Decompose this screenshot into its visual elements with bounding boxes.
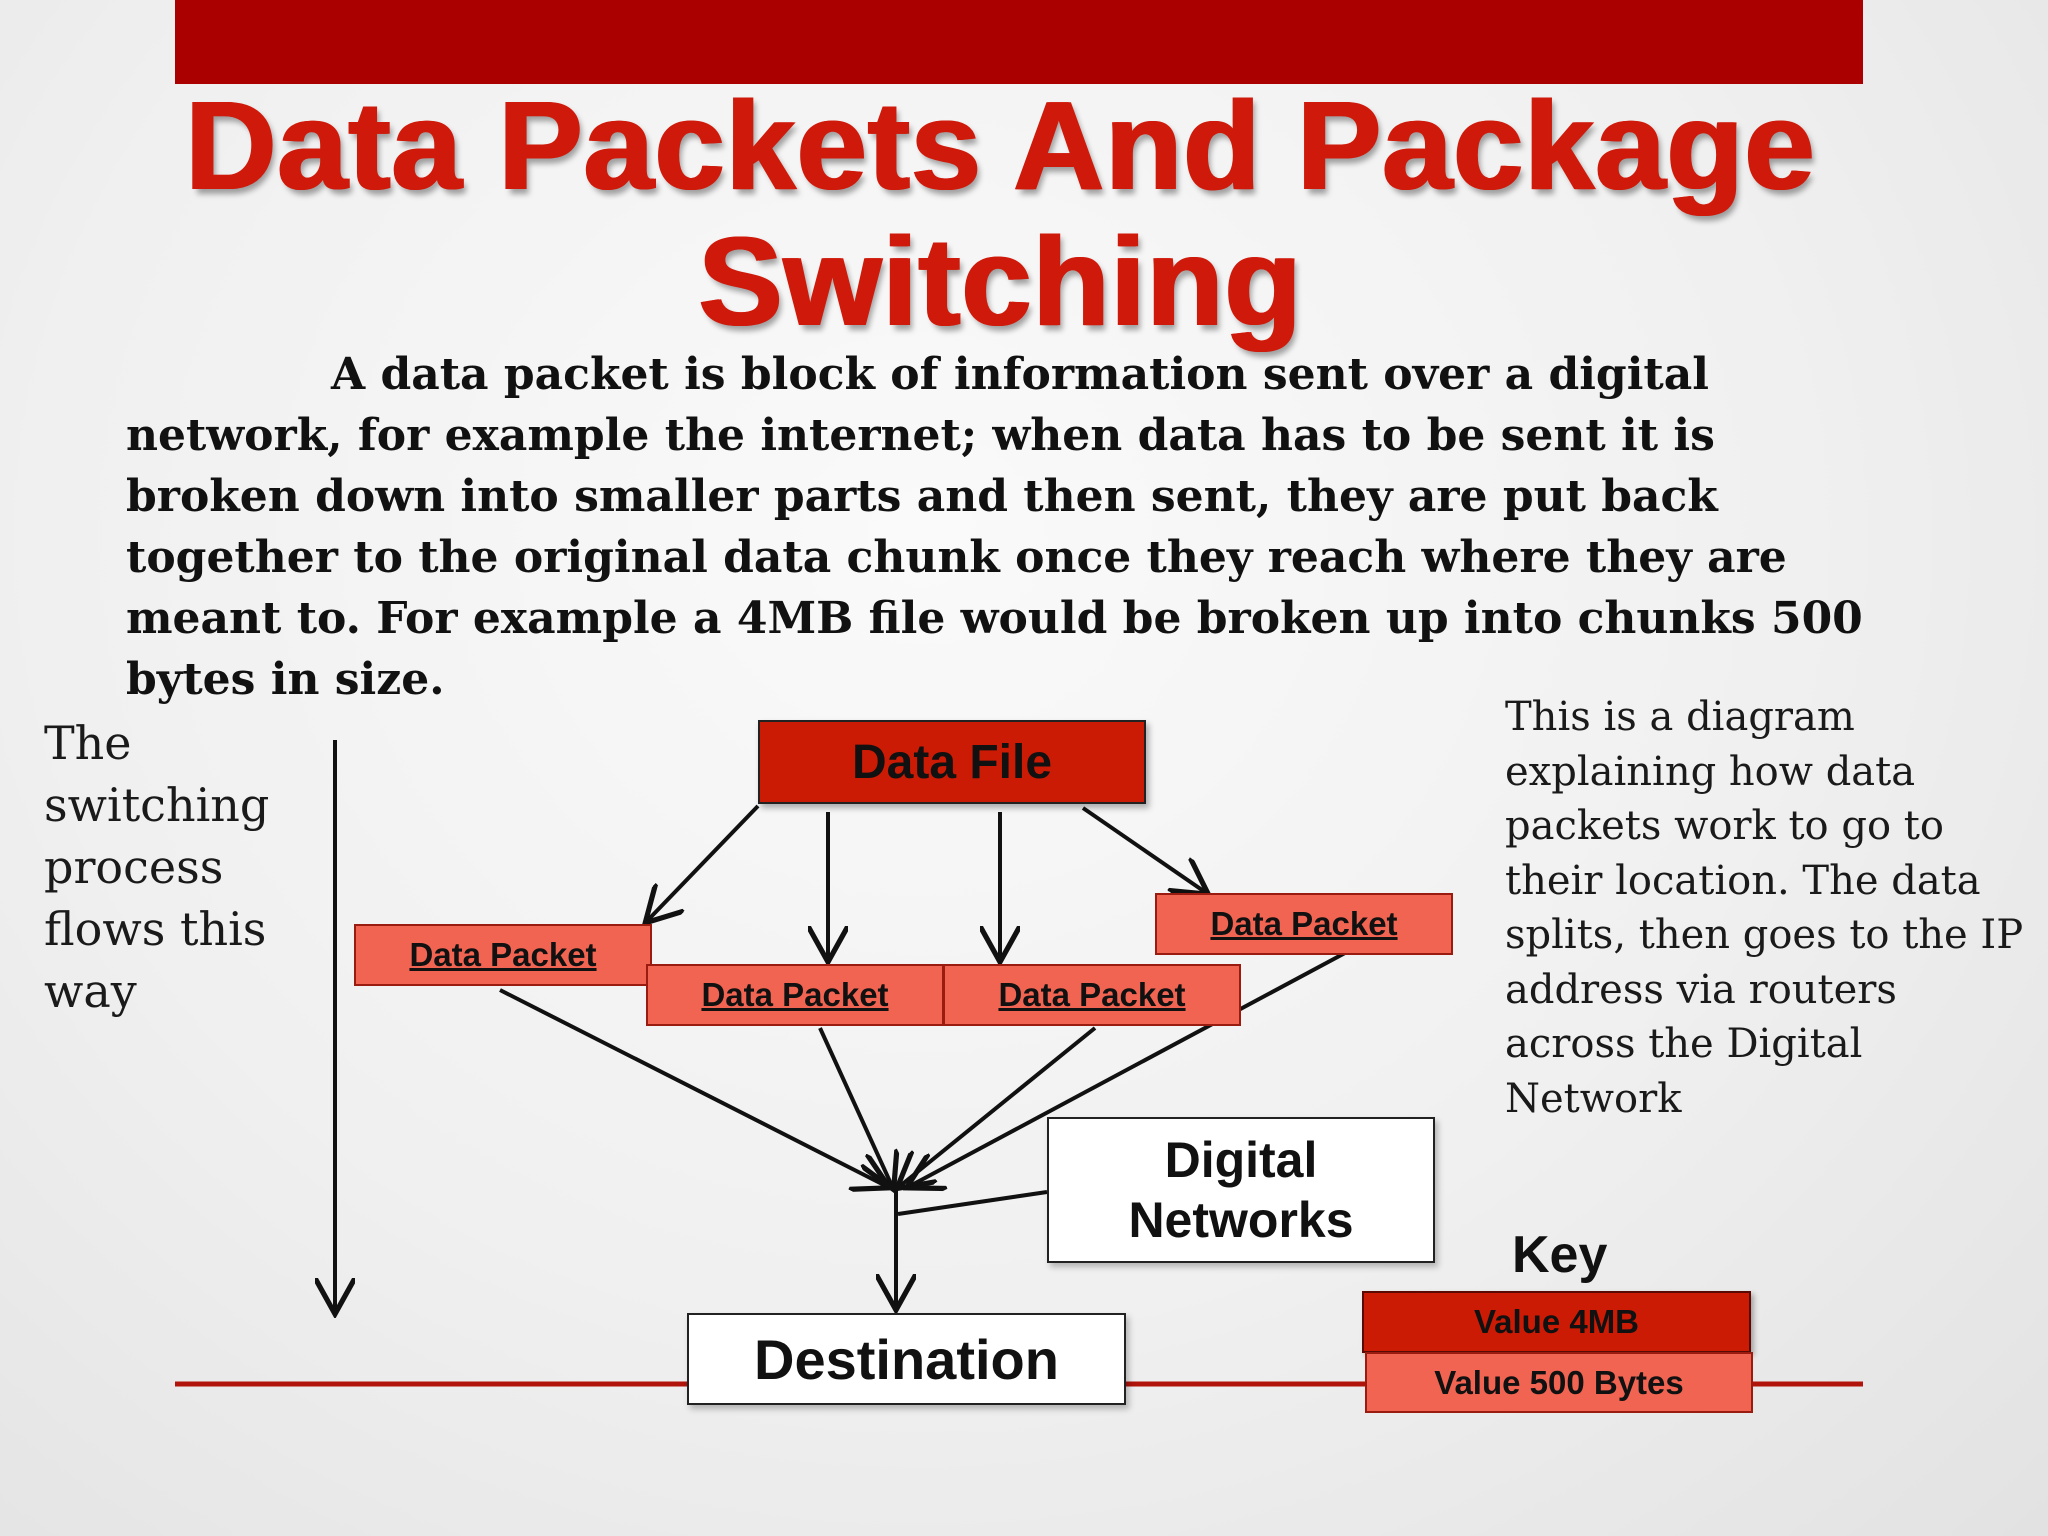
arrow-packet-1-to-router (499, 988, 886, 1186)
data-packet-box-3: Data Packet (943, 964, 1241, 1026)
data-packet-box-4: Data Packet (1155, 893, 1453, 955)
key-item-4mb: Value 4MB (1362, 1291, 1751, 1353)
connector-networks (897, 1190, 1048, 1216)
intro-paragraph: A data packet is block of information se… (126, 349, 1863, 705)
data-file-box: Data File (758, 720, 1146, 804)
data-packet-box-2: Data Packet (646, 964, 944, 1026)
diagram-description: This is a diagram explaining how data pa… (1505, 694, 2024, 1122)
arrow-file-to-packet-4 (1081, 806, 1205, 892)
arrow-packet-2-to-router (818, 1027, 892, 1186)
arrow-packet-4-to-router (910, 951, 1346, 1186)
page-title: Data Packets And Package Switching (184, 75, 1816, 352)
key-item-500-bytes: Value 500 Bytes (1365, 1352, 1753, 1413)
destination-box: Destination (687, 1313, 1126, 1405)
key-title: Key (1512, 1226, 1608, 1284)
arrow-file-to-packet-1 (648, 804, 760, 920)
flow-direction-note: The switching process flows this way (44, 716, 270, 1018)
top-banner (175, 0, 1863, 84)
data-packet-box-1: Data Packet (354, 924, 652, 986)
digital-networks-box: Digital Networks (1047, 1117, 1435, 1263)
